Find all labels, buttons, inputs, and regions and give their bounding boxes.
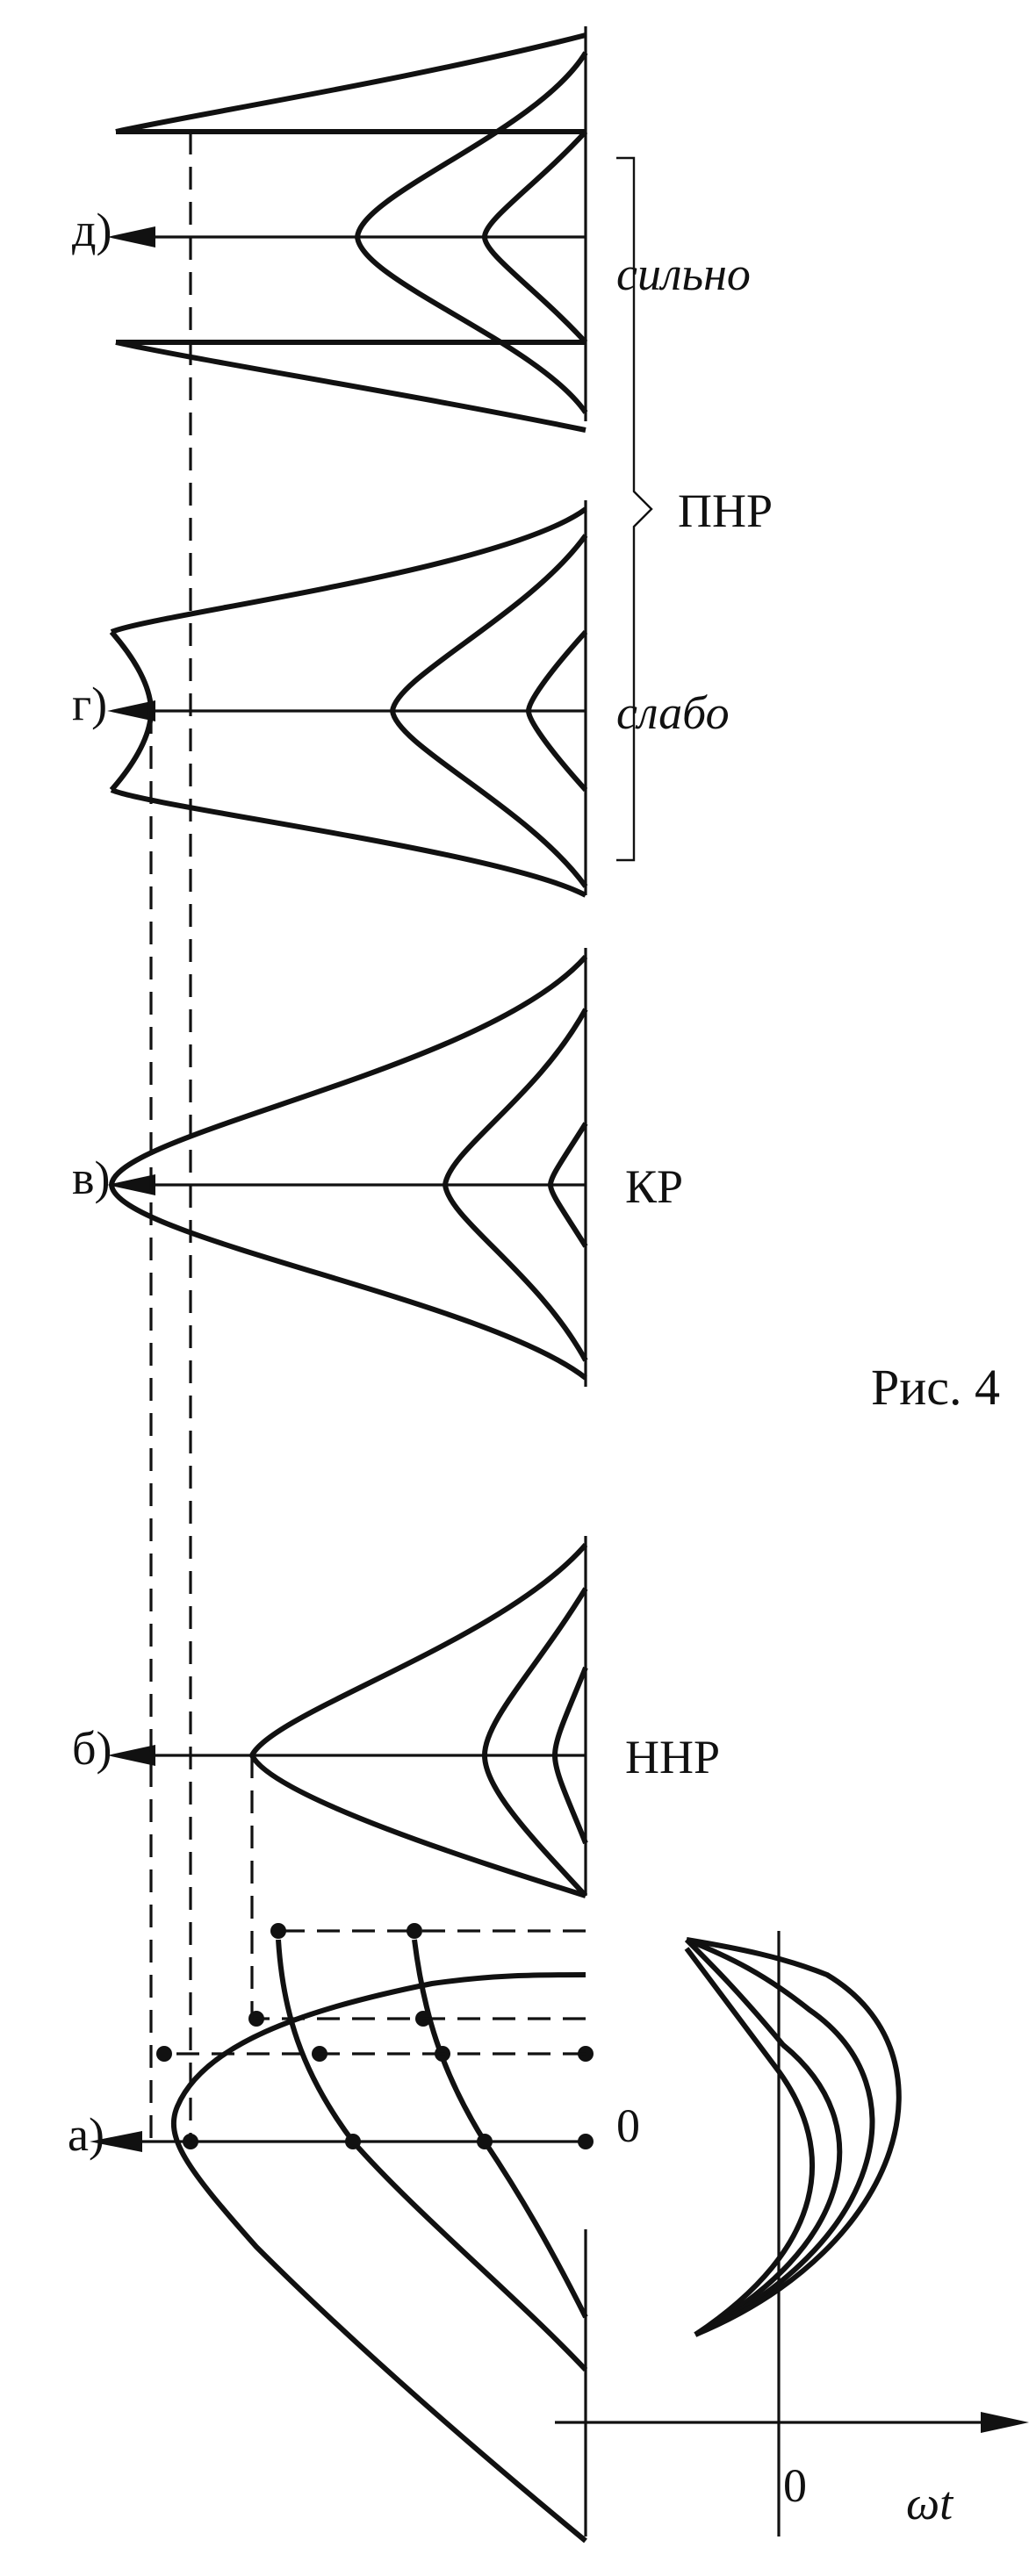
figure-caption: Рис. 4 (871, 1359, 1000, 1416)
pnr-brace: ПНР слабо сильно (616, 156, 773, 862)
sinusoid-curve-g (685, 1937, 875, 2337)
panel-d-ic2-curve (354, 51, 588, 414)
panel-v: в) КР (72, 948, 683, 1387)
pnr-weak: слабо (616, 686, 730, 739)
panel-d: д) (72, 26, 588, 433)
panel-b-ic-curve (551, 1666, 588, 1845)
panel-d-arrow (107, 226, 155, 248)
panel-v-ic2-curve (442, 1008, 588, 1362)
panel-a: а) 0 (68, 1923, 640, 2544)
panel-v-mode: КР (625, 1160, 683, 1213)
panel-v-letter: в) (72, 1152, 110, 1204)
grid-voltage-sinusoids: ωt 0 (555, 1931, 1029, 2537)
panel-b-ic2-curve (481, 1587, 588, 1898)
panel-a-axis-arrow (90, 2131, 142, 2152)
panel-b-ia-curve (248, 1543, 588, 1898)
pnr-label: ПНР (678, 484, 773, 537)
panel-b-arrow (107, 1745, 155, 1766)
panel-g-letter: г) (72, 678, 107, 730)
dot (345, 2134, 361, 2149)
dot (578, 2134, 594, 2149)
panel-a-ic2-curve (276, 1939, 588, 2372)
panel-d-ic-curve (481, 129, 588, 345)
panel-v-arrow (107, 1174, 155, 1195)
panel-a-ic-curve (412, 1939, 588, 2319)
panel-a-letter: а) (68, 2108, 104, 2161)
dot (407, 1923, 422, 1939)
panel-v-ia-curve (108, 955, 588, 1381)
panel-g-ic2-curve (389, 534, 588, 888)
panel-d-ia-curve (115, 32, 586, 433)
sinusoid-time-arrow (981, 2412, 1029, 2433)
panel-b-letter: б) (72, 1722, 112, 1775)
dot (156, 2046, 172, 2062)
panel-g: г) (72, 500, 588, 898)
sinusoid-curve-d (686, 1937, 902, 2337)
pnr-strong: сильно (616, 248, 751, 300)
dot (270, 1923, 286, 1939)
panel-g-arrow (107, 700, 155, 721)
sinusoid-curve-b (684, 1947, 816, 2337)
dashed-projections (149, 132, 586, 2142)
sinusoid-curve-v (684, 1937, 843, 2337)
panel-g-ic-curve (525, 629, 588, 793)
panel-v-ic-curve (547, 1122, 588, 1248)
panel-a-ia-curve (170, 1972, 587, 2544)
sinusoid-omega-t: ωt (906, 2477, 954, 2529)
pnr-brace-line (616, 156, 653, 862)
panel-d-letter: д) (72, 204, 112, 256)
panel-b: б) ННР (72, 1536, 720, 1898)
panel-a-zero: 0 (616, 2099, 640, 2152)
panel-g-ia-curve (109, 506, 587, 898)
sinusoid-zero: 0 (783, 2459, 807, 2512)
panel-b-mode: ННР (625, 1731, 720, 1783)
dot (477, 2134, 493, 2149)
